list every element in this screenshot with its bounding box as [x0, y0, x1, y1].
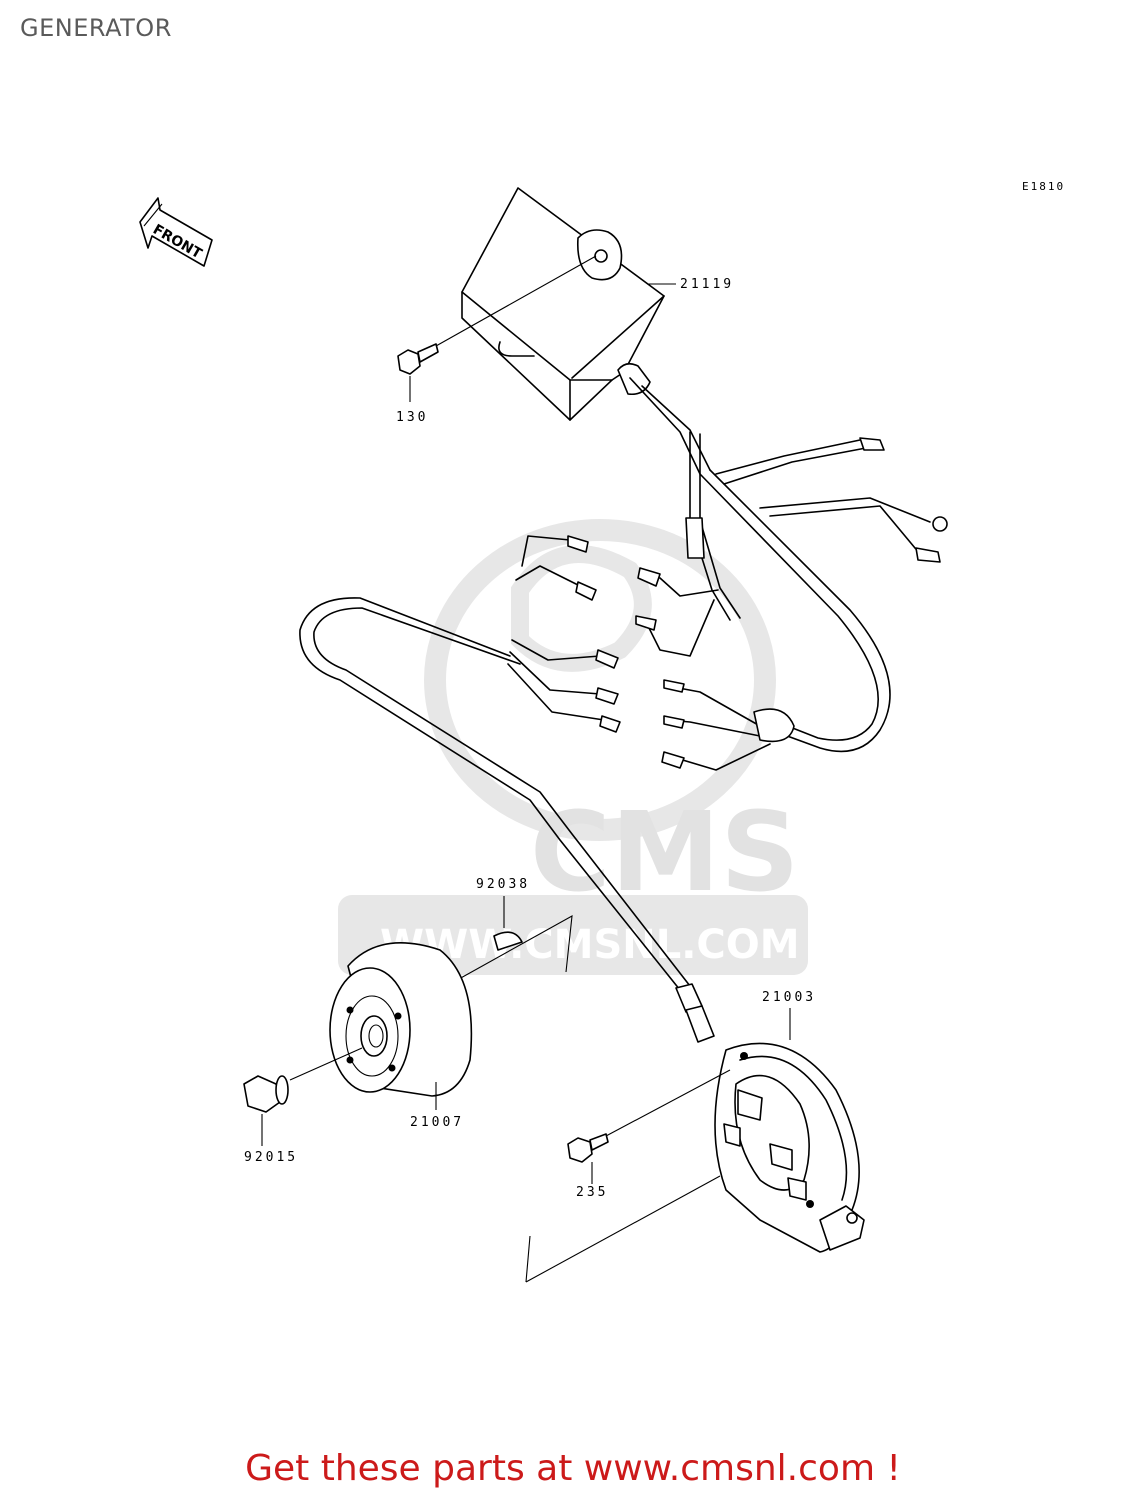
- page-title: GENERATOR: [20, 14, 172, 42]
- watermark-brand: CMS: [530, 788, 799, 916]
- part-label-21007[interactable]: 21007: [410, 1115, 465, 1130]
- flywheel-rotor-21007[interactable]: [289, 942, 473, 1110]
- bolt-130[interactable]: [397, 255, 597, 402]
- part-label-92038[interactable]: 92038: [476, 877, 531, 892]
- part-label-235[interactable]: 235: [576, 1185, 609, 1200]
- screw-235[interactable]: [567, 1069, 731, 1184]
- part-label-21003[interactable]: 21003: [762, 990, 817, 1005]
- footer-cta-link[interactable]: Get these parts at www.cmsnl.com !: [245, 1448, 901, 1489]
- part-label-92015[interactable]: 92015: [244, 1150, 299, 1165]
- woodruff-key-92038[interactable]: [449, 896, 573, 985]
- cdi-unit-21119[interactable]: [461, 187, 676, 421]
- stator-21003[interactable]: [525, 1008, 865, 1283]
- front-direction-arrow: FRONT: [139, 197, 213, 267]
- nut-92015[interactable]: [243, 1075, 289, 1146]
- wire-harness: [299, 377, 948, 1043]
- watermark-logo: CMS WWW.CMSNL.COM: [338, 519, 808, 975]
- part-label-130[interactable]: 130: [396, 410, 429, 425]
- part-label-21119[interactable]: 21119: [680, 277, 735, 292]
- diagram-code: E1810: [1022, 180, 1066, 193]
